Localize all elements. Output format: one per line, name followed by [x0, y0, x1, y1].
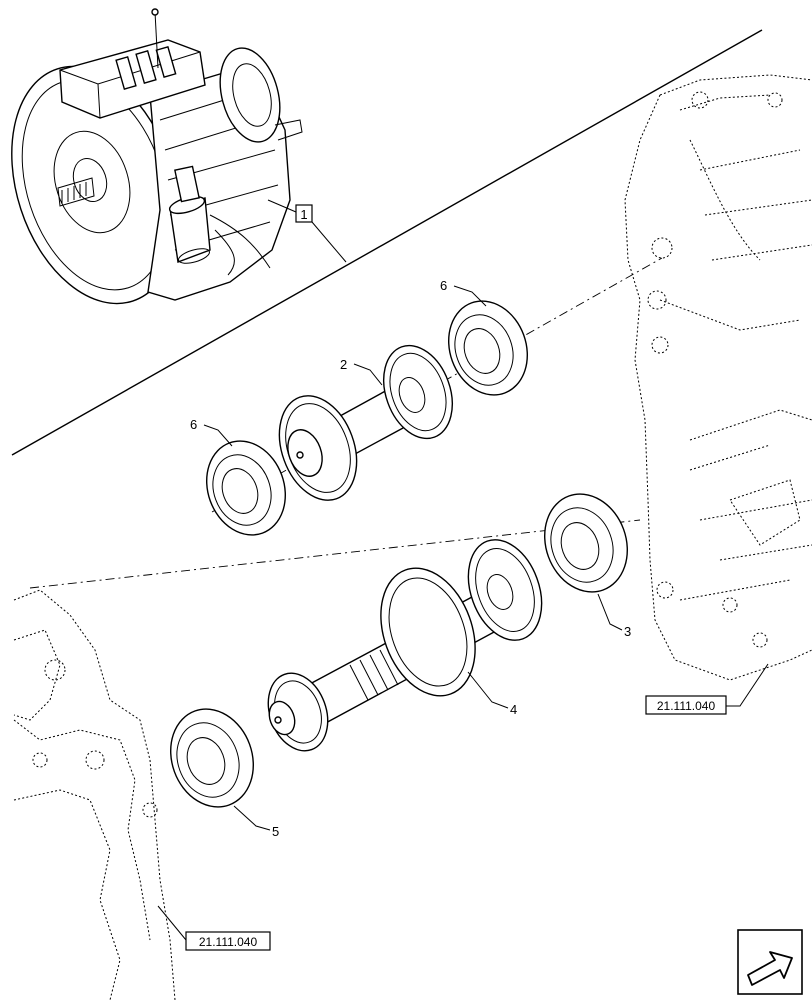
- bearing-5: [170, 708, 254, 808]
- callout-4[interactable]: 4: [467, 671, 517, 717]
- callout-1-label: 1: [300, 207, 307, 222]
- bearing-3: [544, 493, 628, 593]
- divider-line: [11, 29, 763, 456]
- lower-shaft-part-4: [267, 539, 543, 752]
- reference-right-label: 21.111.040: [657, 699, 716, 713]
- callout-2[interactable]: 2: [340, 357, 383, 386]
- bearing-6-upper: [447, 300, 529, 396]
- upper-shaft-part-2: [278, 344, 453, 501]
- callout-6-lower[interactable]: 6: [190, 417, 233, 447]
- callout-1[interactable]: 1: [267, 199, 347, 263]
- transmission-assembly-illustration: [11, 8, 303, 305]
- lower-shaft-axis: [29, 519, 641, 589]
- callout-6-upper-label: 6: [440, 278, 447, 293]
- right-housing-outline: [624, 74, 812, 681]
- callout-3-label: 3: [624, 624, 631, 639]
- reference-left-label: 21.111.040: [199, 935, 258, 949]
- callout-3[interactable]: 3: [597, 593, 631, 639]
- callout-2-label: 2: [340, 357, 347, 372]
- left-housing-outline: [13, 589, 176, 1000]
- callout-6-upper[interactable]: 6: [440, 278, 487, 307]
- arrow-back-icon[interactable]: [737, 929, 803, 995]
- callout-4-label: 4: [510, 702, 517, 717]
- reference-link-left[interactable]: 21.111.040: [157, 905, 271, 951]
- reference-link-right[interactable]: 21.111.040: [645, 663, 769, 715]
- callout-5[interactable]: 5: [233, 805, 279, 839]
- callout-6-lower-label: 6: [190, 417, 197, 432]
- callout-5-label: 5: [272, 824, 279, 839]
